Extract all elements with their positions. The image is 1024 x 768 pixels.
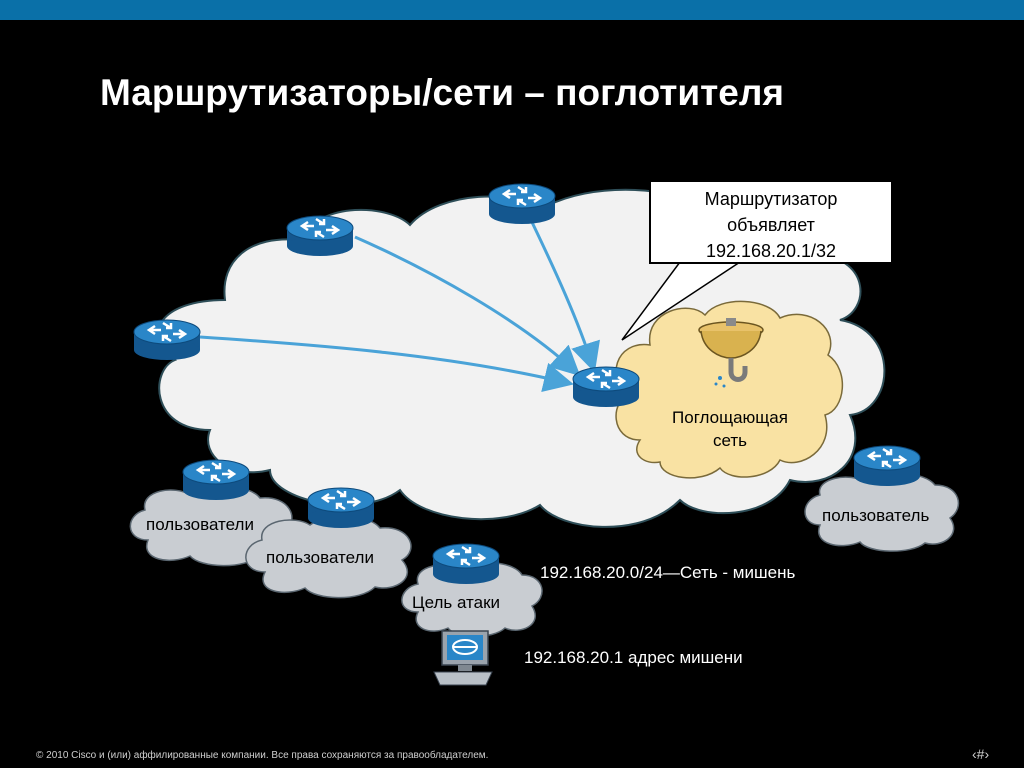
users-label-1: пользователи [146, 515, 254, 534]
router-users-2 [306, 486, 376, 530]
users-label-2: пользователи [266, 548, 374, 567]
slide-title: Маршрутизаторы/сети – поглотителя [100, 72, 784, 113]
sink-label-line-1: Поглощающая [672, 408, 788, 427]
arrow-from-router-left [199, 335, 574, 393]
callout-box: Маршрутизатор объявляет 192.168.20.1/32 [649, 180, 893, 264]
sink-label-line-2: сеть [712, 431, 748, 450]
target-label: Цель атаки [412, 593, 501, 612]
sink-network-label: Поглощающая сеть [650, 406, 810, 452]
users-cloud-2 [245, 515, 412, 599]
callout-line-1: Маршрутизатор [704, 189, 838, 209]
sink-icon [698, 318, 764, 388]
router-users-1 [181, 458, 251, 502]
router-target [431, 542, 501, 586]
user-cloud-right [804, 472, 960, 552]
router-left [132, 318, 202, 362]
arrow-from-router-top [528, 217, 600, 373]
router-upper-left [285, 214, 355, 258]
top-bar [0, 0, 1024, 20]
router-user-right [852, 444, 922, 488]
sink-network-cloud [615, 300, 843, 479]
page-number: ‹#› [972, 746, 990, 762]
network-range-label: 192.168.20.0/24—Сеть - мишень [540, 563, 796, 582]
router-sink [571, 365, 641, 409]
callout-line-3: 192.168.20.1/32 [705, 241, 837, 261]
user-right-label: пользователь [822, 506, 930, 525]
arrow-from-router-upper-left [354, 235, 581, 377]
footer-copyright: © 2010 Cisco и (или) аффилированные комп… [36, 750, 489, 761]
callout-line-2: объявляет [727, 215, 815, 235]
router-top [487, 182, 557, 226]
target-computer-icon [433, 630, 493, 686]
target-address-label: 192.168.20.1 адрес мишени [524, 648, 743, 667]
